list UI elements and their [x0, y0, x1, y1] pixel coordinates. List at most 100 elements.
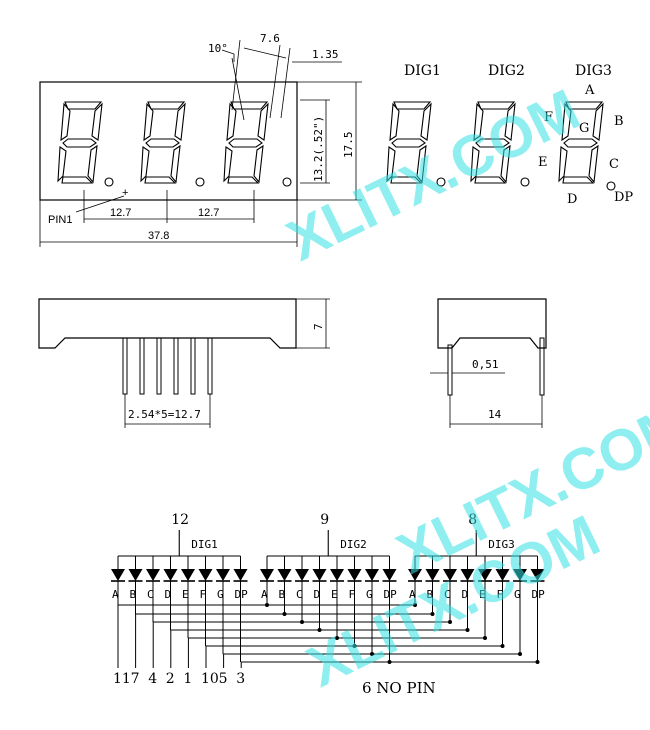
segment-pin-number: 2 [166, 671, 175, 687]
segment-pin-number: 1 [183, 671, 192, 687]
display-body-outline [39, 81, 298, 201]
slant-angle-label: 10° [208, 42, 228, 55]
segment-a-label: A [584, 83, 595, 98]
schematic-wiring [117, 530, 540, 668]
segment-label: B [427, 588, 434, 601]
segment-g-label: G [579, 121, 589, 136]
segment-label: D [314, 588, 321, 601]
legend-dig2-label: DIG2 [488, 63, 525, 79]
segment-label: E [182, 588, 189, 601]
legend-dig1-label: DIG1 [404, 63, 441, 79]
body-height-label: 17.5 [342, 132, 355, 159]
diode-symbol [127, 568, 144, 582]
end-body-outline [437, 298, 547, 349]
digit-group-label: DIG3 [488, 538, 515, 551]
segment-label: C [444, 588, 451, 601]
no-pin-note: 6 NO PIN [362, 679, 436, 697]
side-body-outline [38, 298, 297, 349]
legend-dp-3 [606, 181, 616, 191]
pin1-plus-mark: + [122, 187, 128, 199]
digit-group-label: DIG2 [340, 538, 367, 551]
diode-symbol [232, 568, 249, 582]
legend-dp-1 [436, 177, 446, 187]
segment-label: B [279, 588, 286, 601]
pin1-label: PIN1 [48, 214, 72, 226]
segment-pin-number: 4 [148, 671, 157, 687]
top-view: 10° 7.6 1.35 13.2(.52") 17.5 12.7 12.7 3… [39, 32, 362, 247]
char-height-label: 13.2(.52") [312, 116, 325, 182]
segment-pin-number: 10 [201, 671, 219, 687]
segment-label: A [112, 588, 119, 601]
pitch-1-label: 12.7 [110, 207, 131, 219]
segment-label: A [409, 588, 416, 601]
dp-dot-2 [195, 177, 205, 187]
segment-c-label: C [609, 157, 619, 172]
diode-symbol [110, 568, 126, 582]
diode-symbol [381, 568, 398, 582]
legend-dp-2 [520, 177, 530, 187]
segment-label: F [349, 588, 356, 601]
segment-label: F [200, 588, 207, 601]
digit-1-segments [57, 101, 103, 184]
diode-symbol [329, 568, 345, 582]
row-spacing-label: 14 [488, 408, 502, 421]
segment-label: DP [384, 588, 398, 601]
segment-dp-label: DP [614, 190, 633, 205]
pitch-2-label: 12.7 [198, 207, 219, 219]
segment-label: G [217, 588, 224, 601]
segment-b-label: B [614, 114, 624, 129]
segment-pin-number: 7 [131, 671, 140, 687]
segment-label: F [497, 588, 504, 601]
total-width-label: 37.8 [148, 230, 169, 242]
side-height-label: 7 [312, 323, 325, 330]
dp-dot-1 [104, 177, 114, 187]
segment-label: C [296, 588, 303, 601]
watermark-group: XLITX.COM XLITX.COM XLITX.COM [277, 77, 650, 700]
legend-dig3-label: DIG3 [575, 63, 612, 79]
diode-symbol [311, 568, 328, 582]
digit-3-segments [223, 101, 269, 184]
digit-group-label: DIG1 [191, 538, 218, 551]
segment-width-label: 1.35 [312, 48, 339, 61]
segment-label: DP [235, 588, 249, 601]
segment-label: A [261, 588, 268, 601]
segment-label: D [462, 588, 469, 601]
common-pin-label: 12 [171, 512, 189, 528]
digit-width-label: 7.6 [260, 32, 280, 45]
pin-pitch-label: 2.54*5=12.7 [128, 408, 201, 421]
diode-symbol [162, 568, 179, 582]
segment-pin-number: 11 [113, 671, 131, 687]
common-pin-label: 8 [468, 512, 477, 528]
diode-symbol [180, 568, 196, 582]
segment-label: G [514, 588, 521, 601]
diode-symbol [259, 568, 275, 582]
segment-label: B [130, 588, 137, 601]
diode-symbol [145, 568, 161, 582]
diode-symbol [215, 568, 231, 582]
diode-symbol [276, 568, 293, 582]
segment-legend: DIG1 DIG2 DIG3 A B C D E F G DP [386, 63, 633, 207]
pin-diameter-label: 0,51 [472, 358, 499, 371]
dp-dot-3 [282, 177, 292, 187]
segment-f-label: F [544, 110, 553, 125]
segment-e-label: E [538, 155, 548, 170]
segment-label: E [331, 588, 338, 601]
segment-label: C [147, 588, 154, 601]
end-view: 0,51 14 [430, 298, 547, 428]
common-pin-label: 9 [320, 512, 329, 528]
segment-pin-number: 5 [219, 671, 228, 687]
segment-label: G [366, 588, 373, 601]
segment-label: D [165, 588, 172, 601]
digit-2-segments [140, 101, 186, 184]
diode-symbol [364, 568, 380, 582]
diode-symbol [197, 568, 214, 582]
diode-symbol [294, 568, 310, 582]
segment-pin-number: 3 [236, 671, 245, 687]
side-view: 7 2.54*5=12.7 [38, 298, 330, 428]
segment-label: DP [532, 588, 546, 601]
side-pins [122, 337, 213, 395]
segment-label: E [479, 588, 486, 601]
